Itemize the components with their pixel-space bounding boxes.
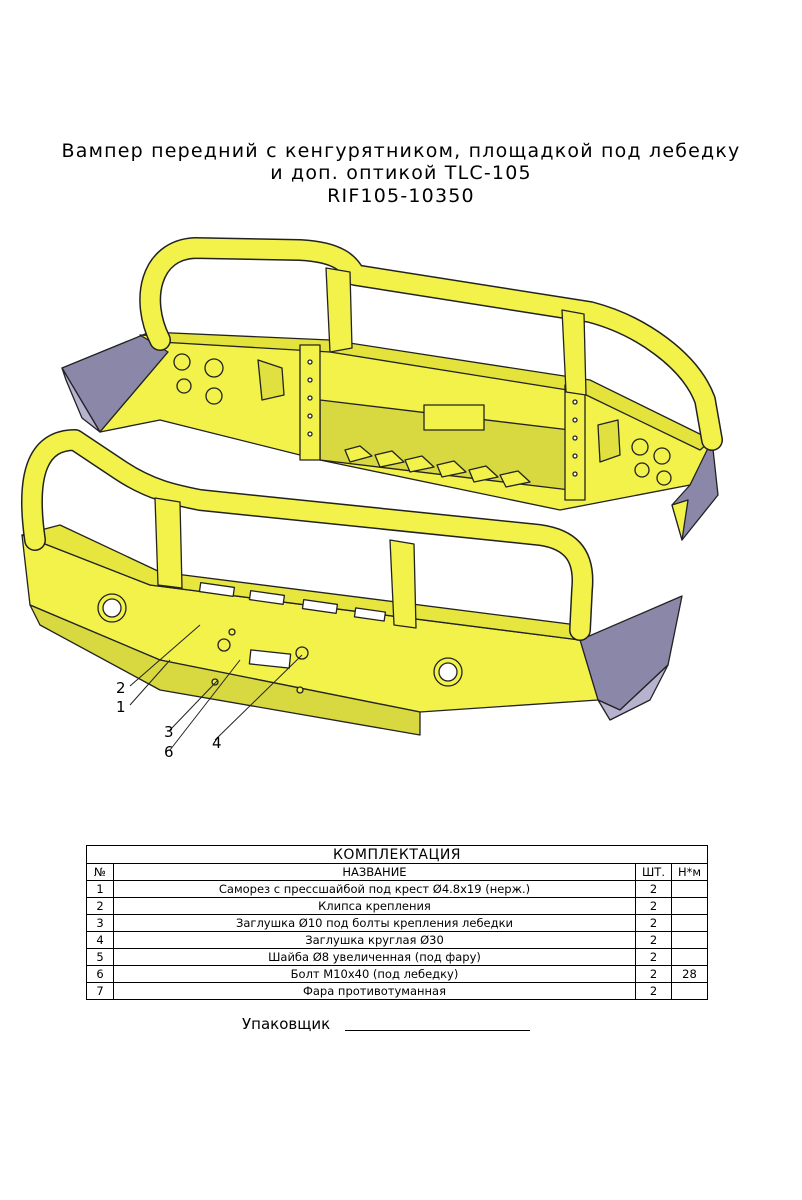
row-num: 6: [86, 965, 114, 983]
row-num: 7: [86, 982, 114, 1000]
row-qty: 2: [635, 965, 672, 983]
header-num: №: [86, 863, 114, 881]
packer-label: Упаковщик: [242, 1015, 331, 1033]
table-caption: КОМПЛЕКТАЦИЯ: [86, 845, 708, 864]
row-num: 5: [86, 948, 114, 966]
row-torque: [671, 948, 708, 966]
packer-signature-line: [345, 1030, 530, 1031]
table-row: 5 Шайба Ø8 увеличенная (под фару) 2: [86, 948, 708, 966]
row-num: 1: [86, 880, 114, 898]
callout-3: 3: [164, 723, 174, 741]
front-view-bumper: [21, 429, 683, 736]
row-torque: [671, 914, 708, 932]
callout-1: 1: [116, 698, 126, 716]
row-torque: [671, 897, 708, 915]
bumper-drawing: 2 1 3 6 4: [21, 237, 723, 761]
table-row: 6 Болт M10x40 (под лебедку) 2 28: [86, 965, 708, 983]
row-name: Саморез с прессшайбой под крест Ø4.8x19 …: [113, 880, 636, 898]
header-torque: Н*м: [671, 863, 708, 881]
document-title-line-1: Вампер передний с кенгурятником, площадк…: [61, 140, 741, 162]
table-row: 3 Заглушка Ø10 под болты крепления лебед…: [86, 914, 708, 932]
row-torque: 28: [671, 965, 708, 983]
callout-4: 4: [212, 734, 222, 752]
table-row: 2 Клипса крепления 2: [86, 897, 708, 915]
header-qty: ШТ.: [635, 863, 672, 881]
rear-view-bumper: [61, 237, 723, 541]
row-qty: 2: [635, 914, 672, 932]
row-num: 4: [86, 931, 114, 949]
table-row: 4 Заглушка круглая Ø30 2: [86, 931, 708, 949]
row-name: Заглушка круглая Ø30: [113, 931, 636, 949]
row-qty: 2: [635, 982, 672, 1000]
row-name: Клипса крепления: [113, 897, 636, 915]
table-header-row: № НАЗВАНИЕ ШТ. Н*м: [86, 863, 708, 881]
row-qty: 2: [635, 880, 672, 898]
row-qty: 2: [635, 948, 672, 966]
row-name: Шайба Ø8 увеличенная (под фару): [113, 948, 636, 966]
row-name: Фара противотуманная: [113, 982, 636, 1000]
callout-6: 6: [164, 743, 174, 761]
table-row: 1 Саморез с прессшайбой под крест Ø4.8x1…: [86, 880, 708, 898]
row-num: 2: [86, 897, 114, 915]
header-name: НАЗВАНИЕ: [113, 863, 636, 881]
row-torque: [671, 880, 708, 898]
row-qty: 2: [635, 931, 672, 949]
row-qty: 2: [635, 897, 672, 915]
table-row: 7 Фара противотуманная 2: [86, 982, 708, 1000]
row-num: 3: [86, 914, 114, 932]
row-torque: [671, 931, 708, 949]
document-part-number: RIF105-10350: [327, 185, 475, 207]
document-title-line-2: и доп. оптикой TLC-105: [270, 162, 532, 184]
parts-table: КОМПЛЕКТАЦИЯ № НАЗВАНИЕ ШТ. Н*м 1 Саморе…: [86, 845, 708, 1000]
row-name: Болт M10x40 (под лебедку): [113, 965, 636, 983]
callout-2: 2: [116, 679, 126, 697]
row-torque: [671, 982, 708, 1000]
row-name: Заглушка Ø10 под болты крепления лебедки: [113, 914, 636, 932]
table-caption-row: КОМПЛЕКТАЦИЯ: [86, 845, 708, 864]
